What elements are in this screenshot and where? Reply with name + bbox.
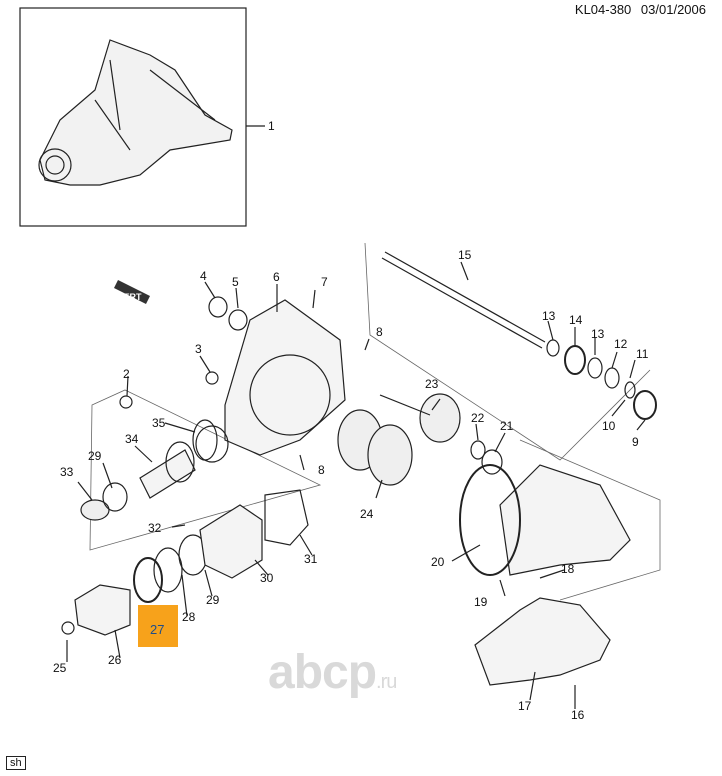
part-number-12[interactable]: 12 <box>614 337 628 351</box>
center-housing <box>224 299 346 456</box>
yoke <box>74 584 131 636</box>
gear <box>419 393 461 443</box>
front-direction-arrow: FRT <box>114 280 150 304</box>
part-number-2[interactable]: 2 <box>123 367 130 381</box>
part-number-34[interactable]: 34 <box>125 432 139 446</box>
part-number-29[interactable]: 29 <box>206 593 220 607</box>
part-number-13[interactable]: 13 <box>542 309 556 323</box>
part-number-17[interactable]: 17 <box>518 699 532 713</box>
highlighted-part-callout[interactable]: 27 <box>138 605 178 647</box>
part-number-9[interactable]: 9 <box>632 435 639 449</box>
assembly-drawing <box>38 39 233 186</box>
part-number-8[interactable]: 8 <box>318 463 325 477</box>
part-number-3[interactable]: 3 <box>195 342 202 356</box>
rear-housing <box>499 464 631 576</box>
part-number-19[interactable]: 19 <box>474 595 488 609</box>
part-number-7[interactable]: 7 <box>321 275 328 289</box>
part-number-23[interactable]: 23 <box>425 377 439 391</box>
part-number-20[interactable]: 20 <box>431 555 445 569</box>
part-number-26[interactable]: 26 <box>108 653 122 667</box>
part-number-8[interactable]: 8 <box>376 325 383 339</box>
part-number-5[interactable]: 5 <box>232 275 239 289</box>
part-number-32[interactable]: 32 <box>148 521 162 535</box>
doc-code: KL04-380 <box>574 2 632 17</box>
part-number-6[interactable]: 6 <box>273 270 280 284</box>
highlighted-part-number: 27 <box>150 622 165 637</box>
input-shaft <box>139 449 196 499</box>
part-number-18[interactable]: 18 <box>561 562 575 576</box>
document-reference: KL04-380 03/01/2006 <box>569 2 706 17</box>
part-number-10[interactable]: 10 <box>602 419 616 433</box>
part-number-11[interactable]: 11 <box>636 347 649 361</box>
part-number-4[interactable]: 4 <box>200 269 207 283</box>
part-number-29[interactable]: 29 <box>88 449 102 463</box>
part-number-30[interactable]: 30 <box>260 571 274 585</box>
watermark: abcp.ru <box>268 646 397 699</box>
assembly-inset-frame <box>19 7 247 227</box>
doc-date: 03/01/2006 <box>640 2 706 17</box>
front-label: FRT <box>124 292 142 302</box>
part-number-13[interactable]: 13 <box>591 327 605 341</box>
part-number-16[interactable]: 16 <box>571 708 585 722</box>
part-number-28[interactable]: 28 <box>182 610 196 624</box>
part-number-31[interactable]: 31 <box>304 552 318 566</box>
part-number-25[interactable]: 25 <box>53 661 67 675</box>
shaft <box>381 251 546 349</box>
part-number-22[interactable]: 22 <box>471 411 485 425</box>
part-number-24[interactable]: 24 <box>360 507 374 521</box>
part-number-33[interactable]: 33 <box>60 465 74 479</box>
part-number-21[interactable]: 21 <box>500 419 514 433</box>
part-number-1[interactable]: 1 <box>268 119 275 133</box>
corner-tag: sh <box>6 756 26 770</box>
part-number-35[interactable]: 35 <box>152 416 166 430</box>
gear <box>367 424 413 486</box>
part-number-14[interactable]: 14 <box>569 313 583 327</box>
part-number-15[interactable]: 15 <box>458 248 472 262</box>
heat-shield <box>474 597 611 686</box>
